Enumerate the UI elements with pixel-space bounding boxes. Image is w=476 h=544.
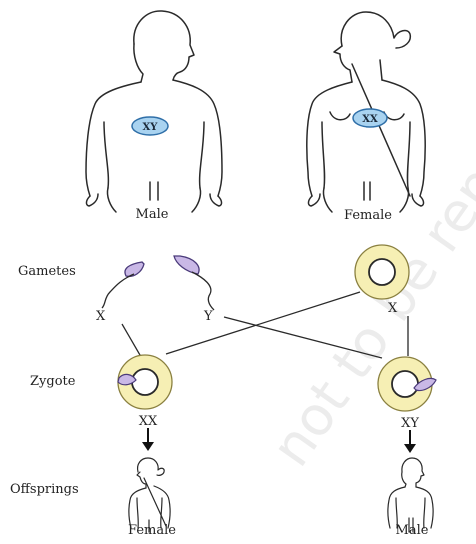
female-offspring-label: Female <box>128 523 176 538</box>
arrow-down-icon <box>142 428 154 451</box>
male-offspring-figure <box>388 458 433 532</box>
egg-x-icon <box>355 245 409 299</box>
female-chromosomes: XX <box>362 114 378 125</box>
zygote-row-label: Zygote <box>30 374 76 389</box>
zygote-xx-icon <box>118 355 172 409</box>
male-figure <box>86 11 222 212</box>
sperm-y-label: Y <box>203 309 213 324</box>
zygote-xx-label: XX <box>139 414 158 429</box>
zygote-xy-label: XY <box>401 416 419 431</box>
sperm-y-icon <box>174 256 214 310</box>
male-offspring-label: Male <box>396 523 429 538</box>
watermark: not to be republished <box>259 0 476 477</box>
male-label: Male <box>136 207 169 222</box>
offsprings-row-label: Offsprings <box>10 482 79 497</box>
sperm-x-label: X <box>96 309 106 324</box>
gametes-row-label: Gametes <box>18 264 76 279</box>
male-chromosomes: XY <box>143 122 159 133</box>
sperm-x-icon <box>102 262 144 308</box>
female-label: Female <box>344 208 392 223</box>
female-offspring-figure <box>129 458 170 532</box>
egg-x-label: X <box>388 301 398 316</box>
arrow-down-icon <box>404 430 416 453</box>
zygote-xy-icon <box>378 357 436 411</box>
